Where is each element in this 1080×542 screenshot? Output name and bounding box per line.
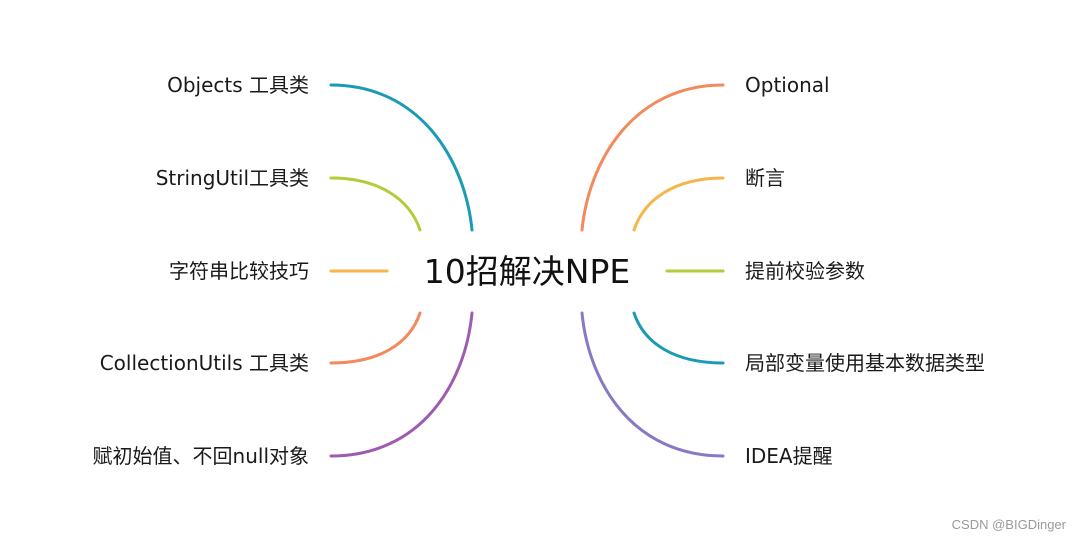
branch-label-validate-params: 提前校验参数 — [745, 259, 865, 283]
connector-idea-hint — [580, 311, 725, 458]
branch-label-primitive-types: 局部变量使用基本数据类型 — [745, 351, 985, 375]
branch-label-initial-value: 赋初始值、不回null对象 — [93, 444, 309, 468]
connector-stringutil — [329, 176, 422, 232]
branch-label-objects: Objects 工具类 — [167, 73, 309, 97]
center-topic: 10招解决NPE — [424, 252, 630, 291]
connector-assert — [632, 176, 725, 232]
connector-collectionutils — [329, 311, 422, 365]
connector-optional — [580, 83, 725, 232]
branch-label-idea-hint: IDEA提醒 — [745, 444, 833, 468]
branch-label-assert: 断言 — [745, 166, 785, 190]
branch-label-string-compare: 字符串比较技巧 — [169, 259, 309, 283]
watermark: CSDN @BIGDinger — [951, 517, 1066, 532]
connector-initial-value — [329, 311, 474, 458]
branch-label-optional: Optional — [745, 73, 830, 97]
branch-label-stringutil: StringUtil工具类 — [156, 166, 309, 190]
connector-primitive-types — [632, 311, 725, 365]
branch-label-collectionutils: CollectionUtils 工具类 — [100, 351, 309, 375]
connector-objects — [329, 83, 474, 232]
